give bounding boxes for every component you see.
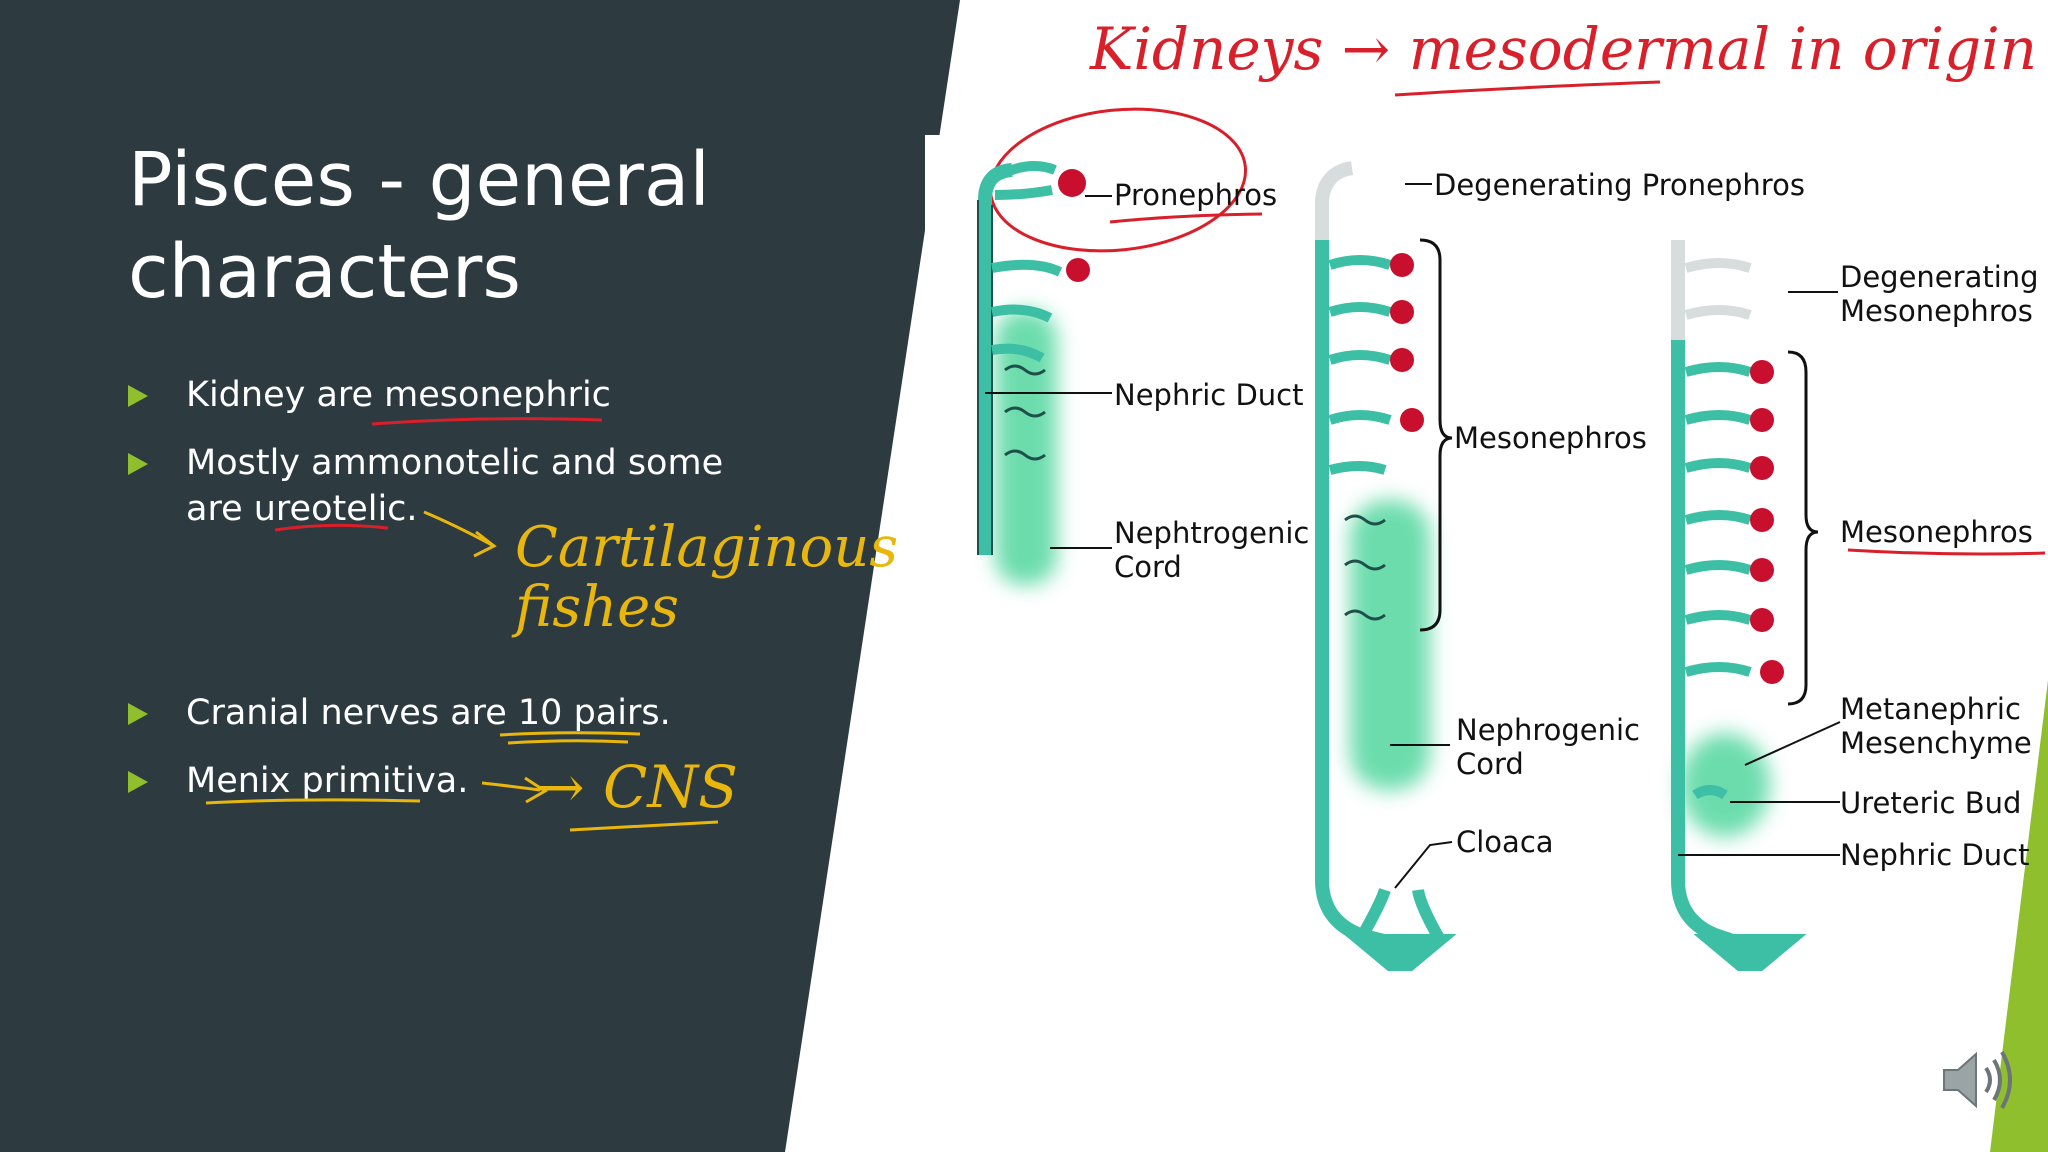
kidney-origin-note: Kidneys → mesodermal in origin — [1090, 15, 2038, 83]
label-nephrogenic-cord-1: Nephtrogenic Cord — [1114, 516, 1310, 584]
label-ureteric-bud: Ureteric Bud — [1840, 786, 2022, 820]
label-mesonephros-3: Mesonephros — [1840, 515, 2033, 549]
stage-metanephros — [1671, 240, 1841, 971]
arrow-to-cns — [481, 776, 548, 804]
nephrogenic-cord-shape — [995, 310, 1057, 585]
underline-ureotelic — [274, 523, 389, 532]
mesonephric-glomeruli — [1390, 253, 1424, 432]
tubule-squiggles — [1004, 364, 1046, 461]
leader-cloaca — [1394, 841, 1453, 889]
green-accent-corner — [1990, 680, 2048, 1152]
nephric-duct-tube — [1671, 340, 1752, 960]
bullet-text: Kidney are mesonephric — [186, 375, 611, 415]
degenerating-tube — [1315, 161, 1354, 240]
cartilaginous-fishes-note: Cartilaginous fishes — [515, 515, 899, 640]
stage-mesonephros — [1315, 161, 1457, 971]
label-degenerating-mesonephros: Degenerating Mesonephros — [1840, 260, 2039, 328]
pronephric-tubules — [990, 161, 1063, 363]
tubule-squiggles — [1344, 514, 1386, 621]
degenerating-tubules — [1684, 258, 1752, 320]
pronephros-glomerulus — [1058, 169, 1086, 197]
label-mesonephros-2: Mesonephros — [1454, 421, 1647, 455]
underline-mesonephric — [371, 417, 603, 426]
slide-title: Pisces - general characters — [128, 137, 710, 315]
cloaca-shape — [1693, 934, 1807, 971]
underline-10-pairs — [499, 731, 641, 745]
bullet-arrow-icon — [128, 453, 148, 475]
bullet-text: Menix primitiva. — [186, 761, 469, 801]
label-degenerating-pronephros: Degenerating Pronephros — [1434, 168, 1805, 202]
bullet-arrow-icon — [128, 771, 148, 793]
label-cloaca: Cloaca — [1456, 825, 1554, 859]
mesonephros-brace — [1787, 350, 1819, 706]
underline-cns — [569, 820, 719, 832]
label-metanephric-mesenchyme: Metanephric Mesenchyme — [1840, 692, 2032, 760]
bullet-text: Mostly ammonotelic and some are ureoteli… — [186, 443, 724, 529]
underline-mesodermal — [1394, 80, 1661, 97]
nephrogenic-cord-shape — [1350, 500, 1430, 790]
diagram-white-patch — [925, 135, 985, 230]
label-pronephros: Pronephros — [1114, 178, 1278, 212]
arrow-to-cartilaginous — [423, 510, 497, 558]
stage-pronephros — [977, 161, 1112, 585]
mesonephric-tubules — [1328, 255, 1392, 475]
mesonephros-brace — [1419, 238, 1453, 632]
mesonephric-tubules — [1684, 362, 1752, 800]
pronephros-glomerulus — [1066, 258, 1090, 282]
cloaca-shape — [1343, 887, 1457, 971]
bullet-arrow-icon — [128, 703, 148, 725]
dark-panel — [0, 0, 960, 1152]
label-nephric-duct-3: Nephric Duct — [1840, 838, 2030, 872]
mesonephric-glomeruli — [1750, 360, 1784, 684]
underline-pronephros — [1109, 212, 1263, 224]
underline-mesonephros-3 — [1847, 548, 2046, 556]
bullet-text: Cranial nerves are 10 pairs. — [186, 693, 671, 733]
label-nephrogenic-cord-2: Nephrogenic Cord — [1456, 713, 1640, 781]
bullet-arrow-icon — [128, 385, 148, 407]
cns-note: → CNS — [536, 753, 738, 821]
leader-metanephric-mesenchyme — [1744, 721, 1841, 766]
metanephric-mesenchyme-shape — [1680, 733, 1770, 837]
speaker-icon[interactable] — [1936, 1040, 2016, 1120]
underline-menix — [205, 798, 421, 805]
label-nephric-duct-1: Nephric Duct — [1114, 378, 1304, 412]
